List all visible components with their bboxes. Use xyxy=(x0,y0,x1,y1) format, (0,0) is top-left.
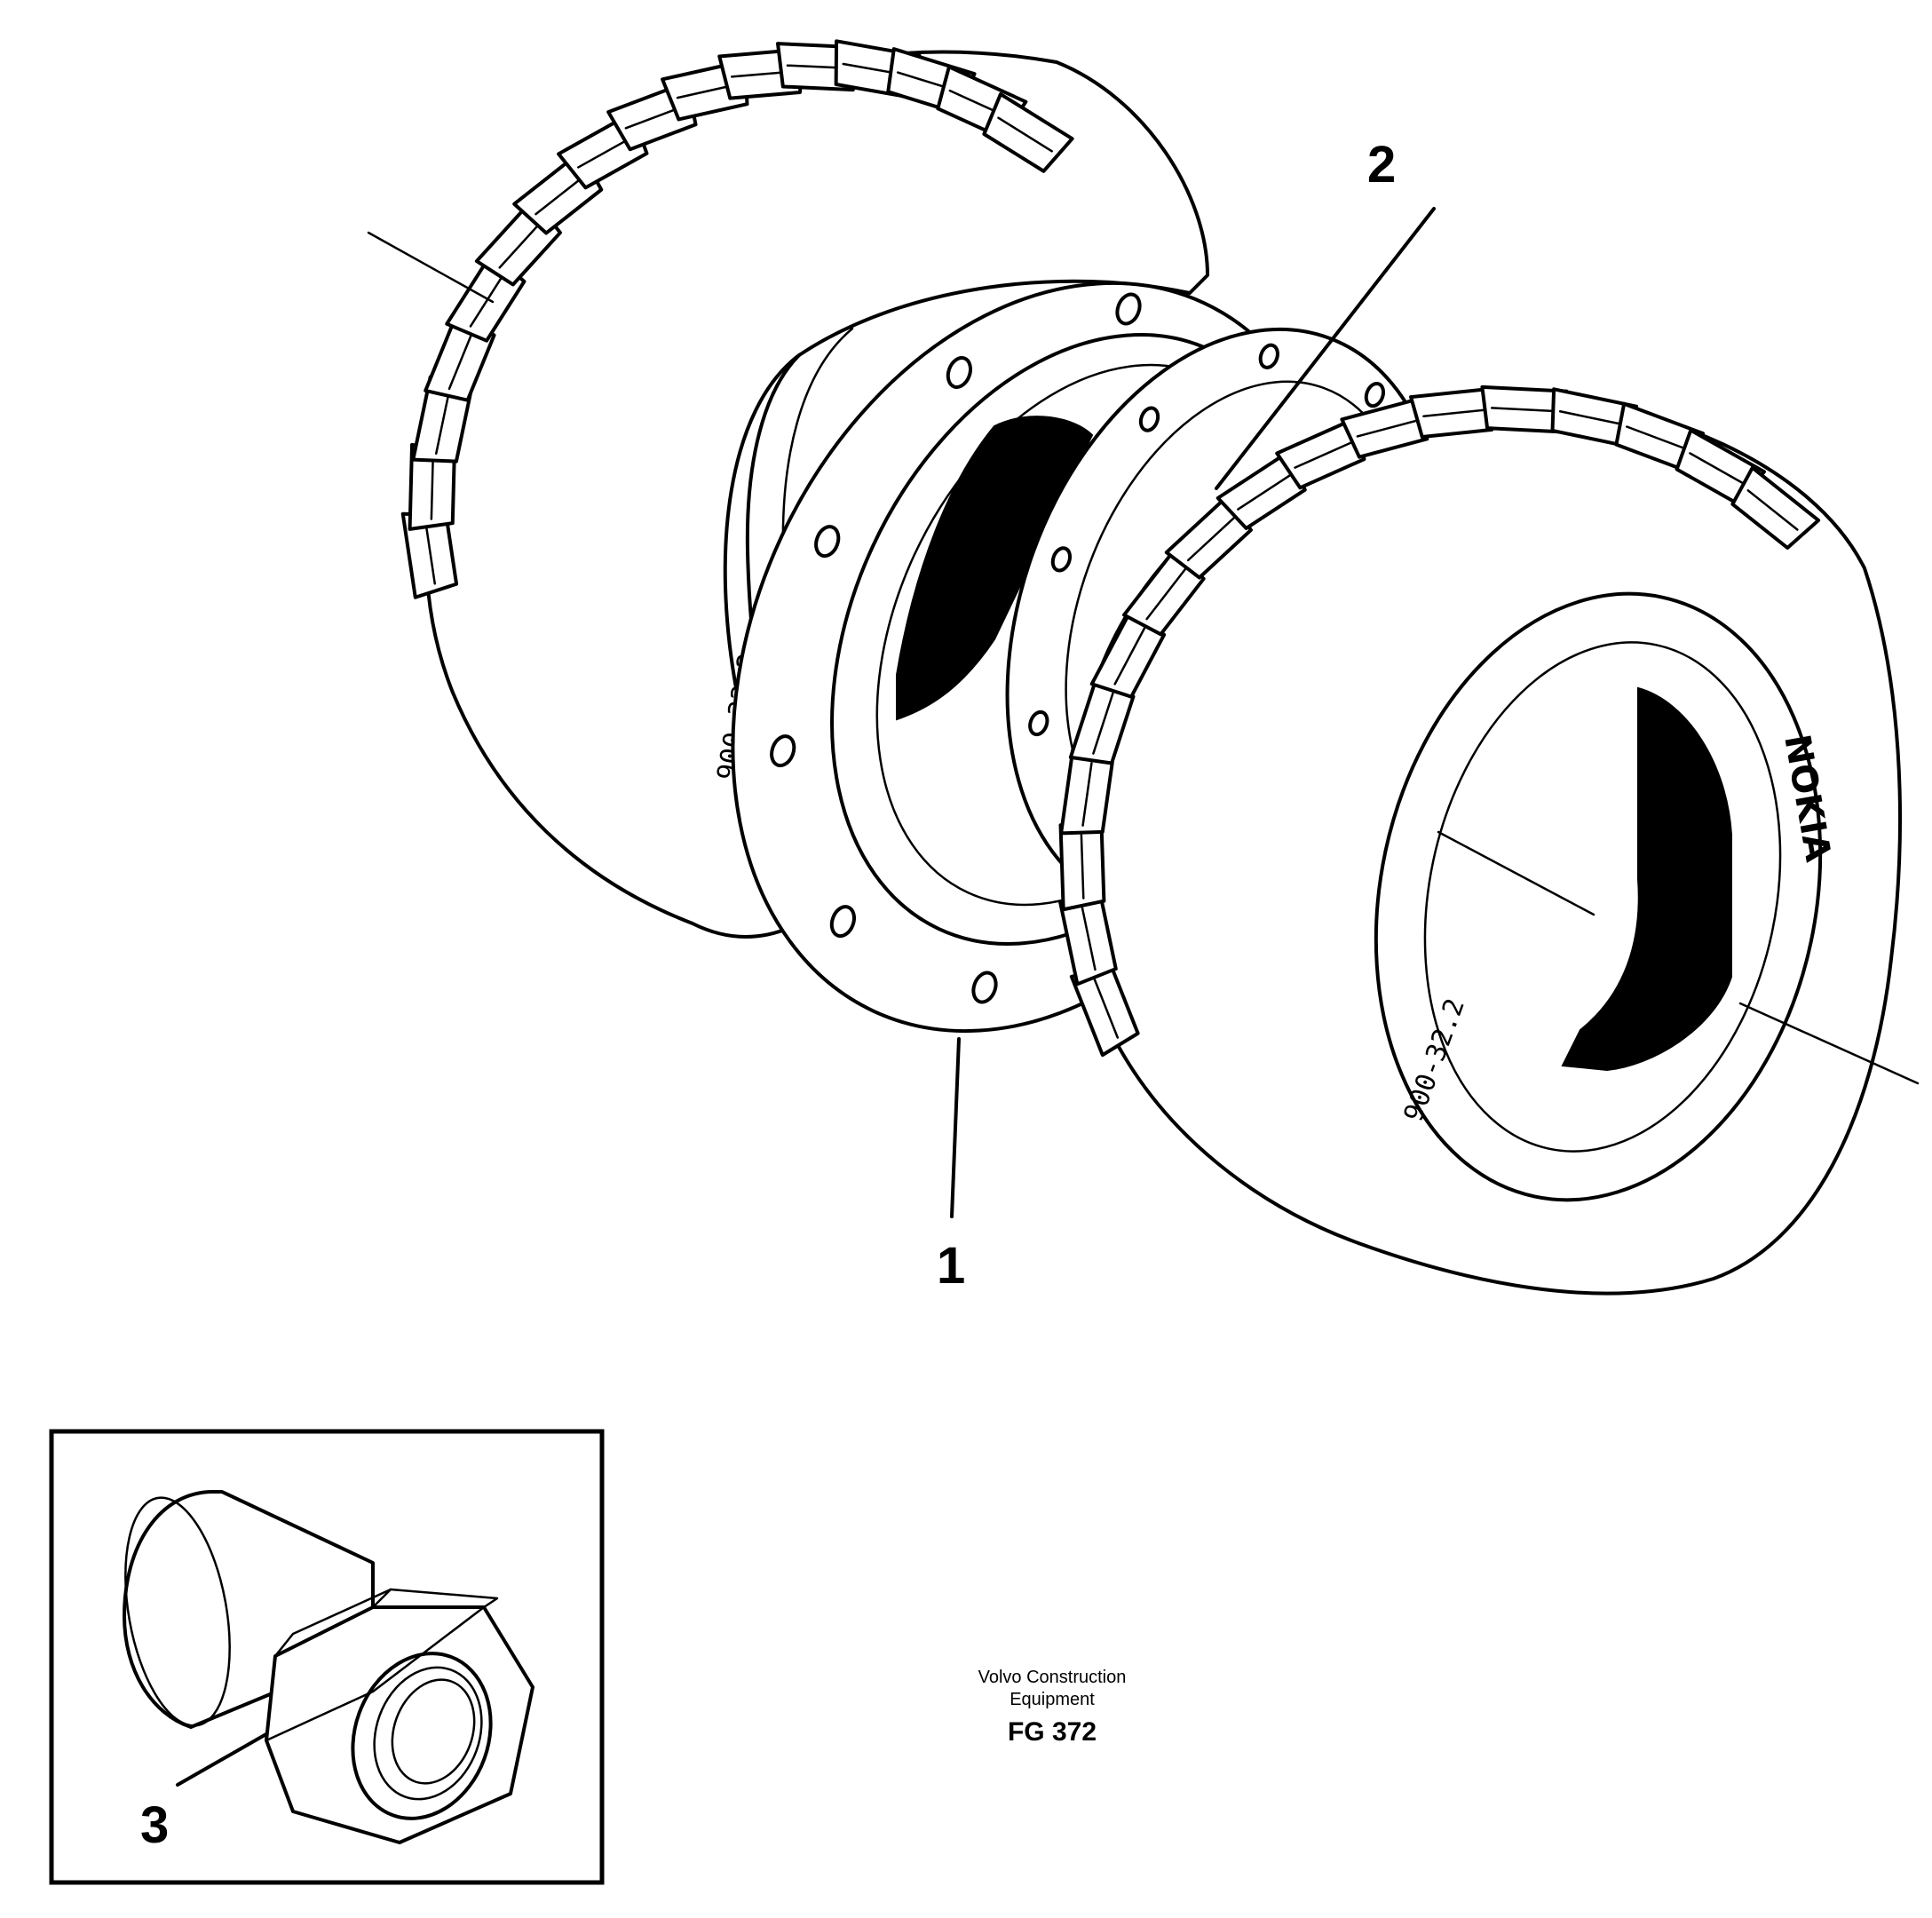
tread-lug xyxy=(1275,416,1366,490)
tread-lug xyxy=(1164,493,1253,580)
tread-groove xyxy=(498,219,543,269)
bolt-hole xyxy=(1138,406,1160,432)
tread-groove xyxy=(434,391,451,455)
bolt-hole xyxy=(1258,343,1279,369)
tread-lug xyxy=(1089,607,1167,699)
wheel-nut-drawing xyxy=(123,1490,534,1844)
tread-lug xyxy=(982,92,1074,173)
bolt-hole xyxy=(770,734,796,768)
tread-groove xyxy=(424,519,436,585)
figure-code: FG 372 xyxy=(1008,1717,1097,1747)
tread-groove xyxy=(1092,692,1114,755)
tread-groove xyxy=(1746,489,1799,531)
bolt-hole xyxy=(1028,709,1049,737)
detail-inset xyxy=(49,1429,605,1885)
tread-groove xyxy=(1186,516,1236,562)
tread-groove xyxy=(1237,473,1293,511)
bolt-hole xyxy=(971,971,998,1004)
tread-groove xyxy=(1689,452,1746,486)
axis-lines xyxy=(367,231,1920,1085)
tread-groove xyxy=(1145,567,1187,621)
tread-groove xyxy=(1093,978,1120,1039)
tread-groove xyxy=(1080,834,1085,900)
bolt-hole xyxy=(1115,292,1142,326)
bolt-hole xyxy=(814,525,841,559)
footer-company-line1: Volvo Construction xyxy=(978,1668,1127,1687)
tread-lug xyxy=(1340,395,1429,459)
callout-label-1: 1 xyxy=(937,1237,965,1295)
tread-lug xyxy=(1730,465,1821,550)
tread-groove xyxy=(1294,440,1354,469)
footer-company-line2: Equipment xyxy=(1010,1690,1095,1709)
tread-groove xyxy=(997,116,1053,153)
right-tire: NOKIA 900-32.2 xyxy=(1057,384,1902,1296)
bolt-hole xyxy=(1364,381,1386,408)
footer: Volvo Construction Equipment FG 372 xyxy=(978,1668,1127,1747)
tread-groove xyxy=(1113,627,1146,686)
tread-groove xyxy=(1356,418,1420,438)
tread-groove xyxy=(1081,762,1093,827)
tread-groove xyxy=(1490,407,1556,413)
tread-groove xyxy=(1558,409,1623,426)
tread-groove xyxy=(1422,408,1488,417)
tread-groove xyxy=(447,329,475,391)
callout-label-3: 3 xyxy=(140,1796,169,1854)
tread-groove xyxy=(1081,907,1097,971)
tread-groove xyxy=(1626,425,1687,450)
bolt-hole xyxy=(946,356,973,389)
tread-groove xyxy=(430,455,434,520)
tread-groove xyxy=(534,173,587,216)
bolt-hole xyxy=(829,905,857,939)
bolt-hole xyxy=(1050,546,1073,573)
callout-label-2: 2 xyxy=(1367,136,1396,194)
